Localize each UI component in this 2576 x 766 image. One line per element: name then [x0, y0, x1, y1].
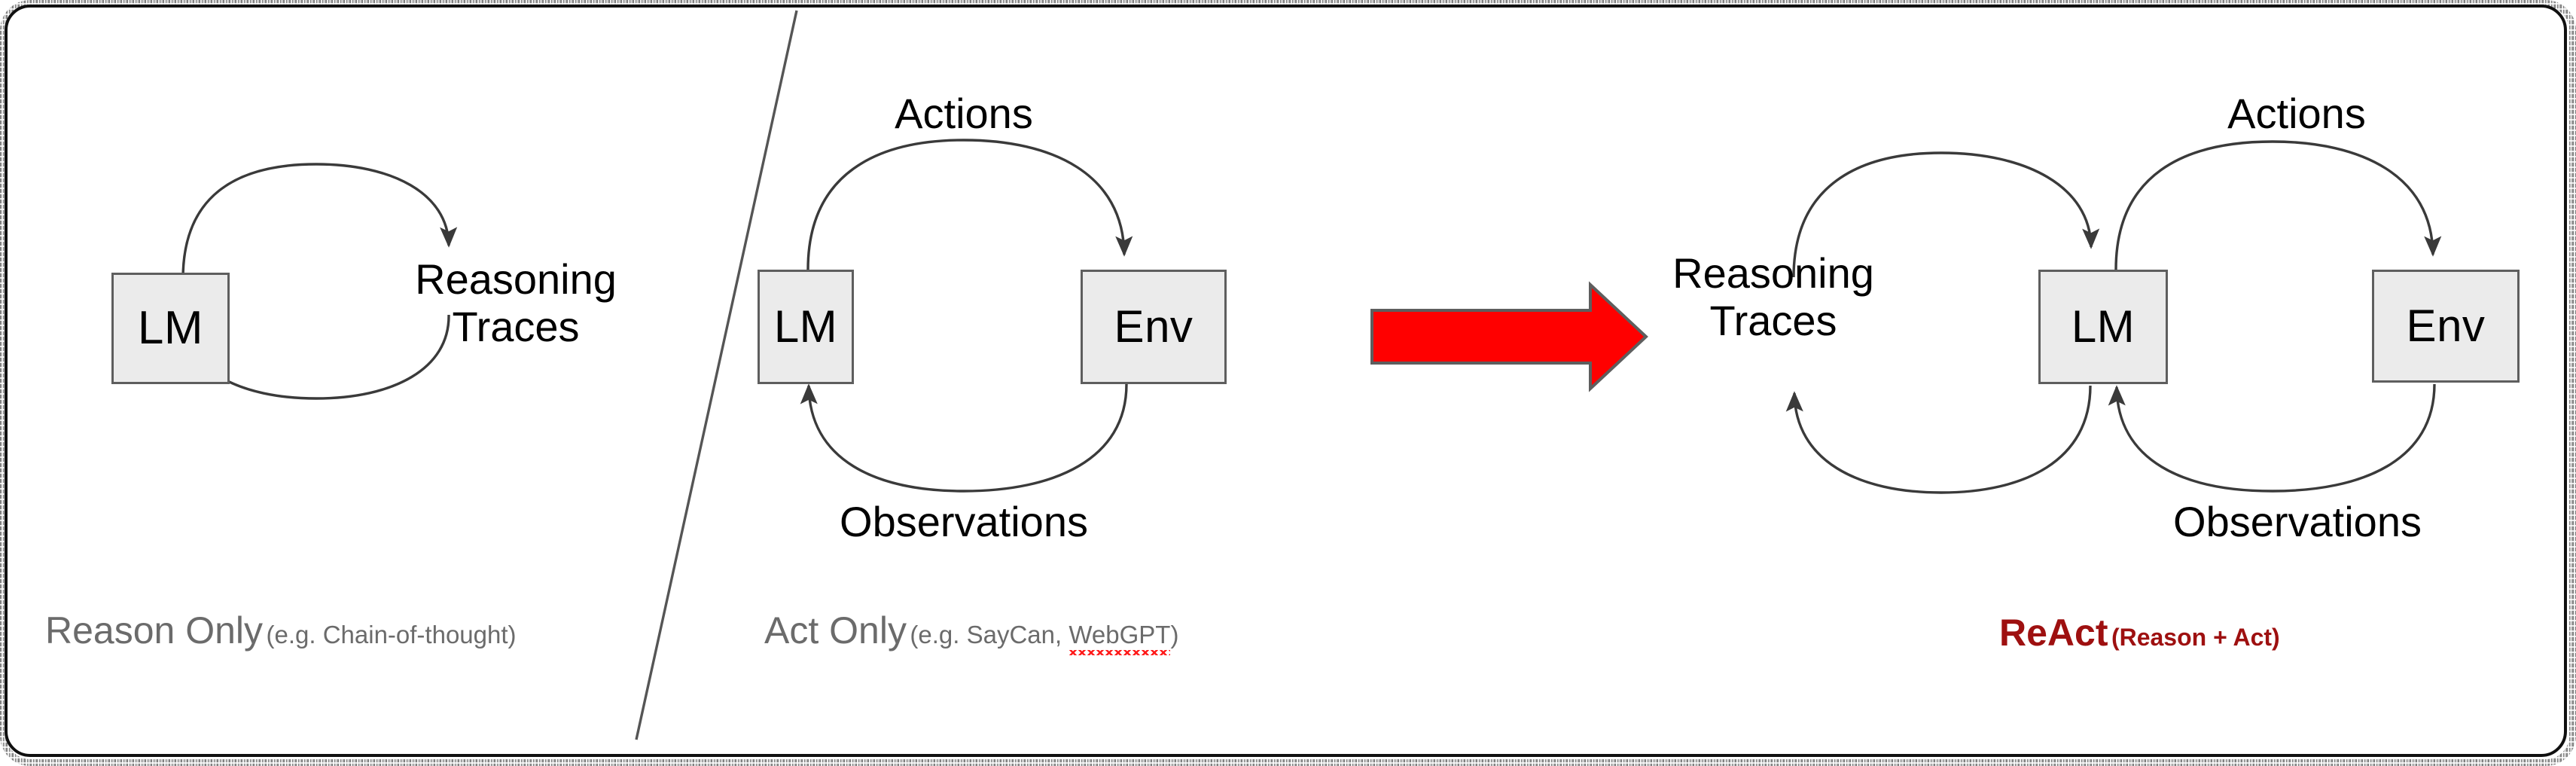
edge-label-line2: Traces	[452, 302, 580, 350]
caption-sub-text: (e.g. Chain-of-thought)	[266, 621, 517, 649]
node-lm-reason-only[interactable]: LM	[111, 273, 230, 384]
node-env-act-only[interactable]: Env	[1081, 270, 1227, 384]
node-env-react[interactable]: Env	[2372, 270, 2520, 383]
caption-main-text: ReAct	[1999, 612, 2108, 654]
edge-label-observations-act-only: Observations	[832, 498, 1096, 546]
edge-label-line1: Actions	[895, 90, 1033, 137]
arc-reason-in-react	[1785, 385, 2092, 494]
caption-reason-only: Reason Only (e.g. Chain-of-thought)	[45, 612, 517, 649]
caption-main-text: Act Only	[764, 609, 907, 652]
arc-actions-react	[2114, 140, 2442, 270]
edge-label-actions-react: Actions	[2180, 90, 2413, 138]
caption-react: ReAct (Reason + Act)	[1999, 614, 2280, 652]
caption-main-text: Reason Only	[45, 609, 264, 652]
arc-reason-out-react	[1792, 151, 2100, 278]
caption-act-only: Act Only (e.g. SayCan, WebGPT)	[764, 612, 1178, 649]
edge-label-line1: Observations	[840, 498, 1088, 545]
panel-divider-diagonal	[635, 10, 798, 740]
big-red-arrow	[1370, 281, 1648, 392]
edge-label-observations-react: Observations	[2166, 498, 2429, 546]
node-label: LM	[2071, 301, 2135, 352]
edge-label-reasoning-traces-react: Reasoning Traces	[1653, 249, 1894, 344]
arc-observations-act-only	[800, 383, 1128, 493]
node-label: LM	[773, 301, 838, 352]
node-lm-act-only[interactable]: LM	[758, 270, 854, 384]
caption-sub-before: (e.g. SayCan,	[910, 621, 1069, 649]
caption-sub-text: (Reason + Act)	[2111, 624, 2280, 651]
edge-label-line1: Reasoning	[1672, 249, 1874, 297]
edge-label-actions-act-only: Actions	[847, 90, 1081, 138]
edge-label-line2: Traces	[1709, 296, 1837, 344]
edge-label-line1: Observations	[2173, 498, 2422, 545]
caption-sub-misspelled-word: WebGPT	[1069, 621, 1171, 649]
caption-sub-after: )	[1170, 621, 1179, 649]
arc-observations-react	[2108, 383, 2436, 493]
arc-reason-out	[181, 163, 458, 279]
arc-actions-act-only	[806, 139, 1133, 270]
node-label: Env	[2406, 301, 2486, 351]
node-lm-react[interactable]: LM	[2038, 270, 2168, 384]
node-label: LM	[137, 302, 204, 354]
node-label: Env	[1114, 301, 1193, 352]
edge-label-reasoning-traces-reason-only: Reasoning Traces	[399, 255, 633, 350]
edge-label-line1: Reasoning	[415, 255, 617, 303]
edge-label-line1: Actions	[2227, 90, 2366, 137]
